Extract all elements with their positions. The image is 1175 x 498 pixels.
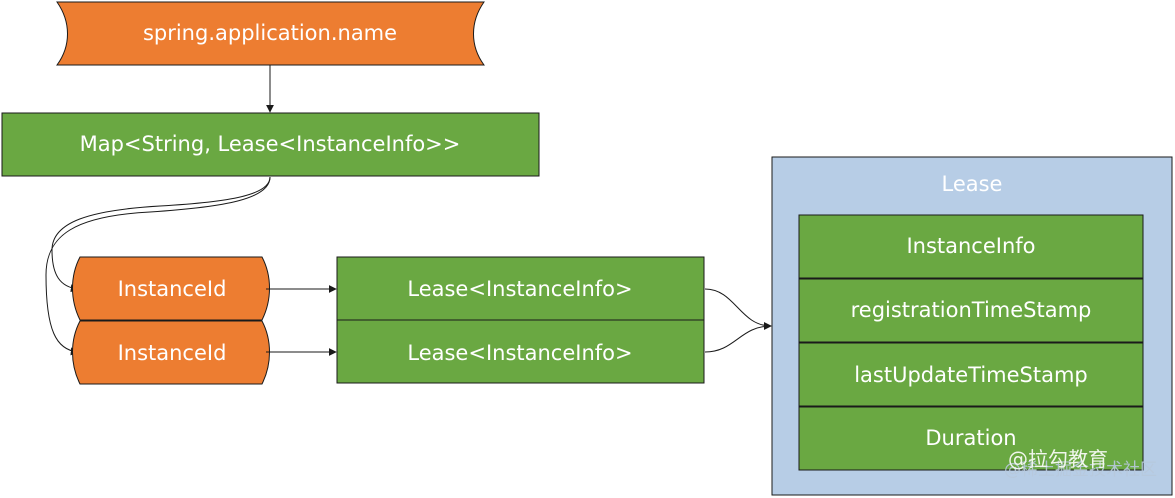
lease-field-box-instanceinfo [798, 214, 1144, 279]
watermark-sub: @稀土掘金技术社区 [1004, 460, 1157, 480]
lease-value-box-1 [336, 256, 705, 321]
lease-field-registration: registrationTimeStamp [851, 298, 1092, 322]
lease-field-box-duration [798, 406, 1144, 471]
lease-field-instanceinfo: InstanceInfo [906, 234, 1035, 258]
watermark: @稀土掘金技术社区 @拉勾教育 [1004, 447, 1157, 480]
lease-value-label-2: Lease<InstanceInfo> [407, 341, 632, 365]
spring-application-name-label: spring.application.name [143, 21, 397, 45]
lease-field-box-registration [798, 278, 1144, 343]
lease-value-label-1: Lease<InstanceInfo> [407, 277, 632, 301]
tape-shape [72, 256, 270, 321]
lease-value-node-1: Lease<InstanceInfo> [336, 256, 705, 321]
tape-shape [56, 1, 485, 66]
instance-id-label-1: InstanceId [118, 277, 227, 301]
lease-value-box-2 [336, 319, 705, 384]
lease-panel: Lease InstanceInfo registrationTimeStamp… [771, 156, 1173, 496]
map-label: Map<String, Lease<InstanceInfo>> [80, 132, 461, 156]
tape-shape [72, 320, 270, 385]
lease-field-lastupdate: lastUpdateTimeStamp [854, 363, 1088, 387]
map-node: Map<String, Lease<InstanceInfo>> [1, 112, 540, 177]
lease-field-duration: Duration [925, 426, 1016, 450]
instance-id-label-2: InstanceId [118, 341, 227, 365]
watermark-text: @拉勾教育 [1008, 447, 1108, 471]
connector-lease-2-to-panel [704, 322, 772, 353]
connector-map-to-instance-1 [51, 176, 271, 293]
lease-field-box-lastupdate [798, 342, 1144, 407]
instance-id-node-1: InstanceId [72, 256, 270, 321]
map-box [1, 112, 540, 177]
lease-panel-title: Lease [942, 172, 1003, 196]
instance-id-node-2: InstanceId [72, 320, 270, 385]
lease-value-node-2: Lease<InstanceInfo> [336, 319, 705, 384]
connector-map-to-instance-2 [45, 176, 271, 356]
spring-application-name-node: spring.application.name [56, 1, 485, 66]
connector-lease-1-to-panel [704, 288, 772, 330]
